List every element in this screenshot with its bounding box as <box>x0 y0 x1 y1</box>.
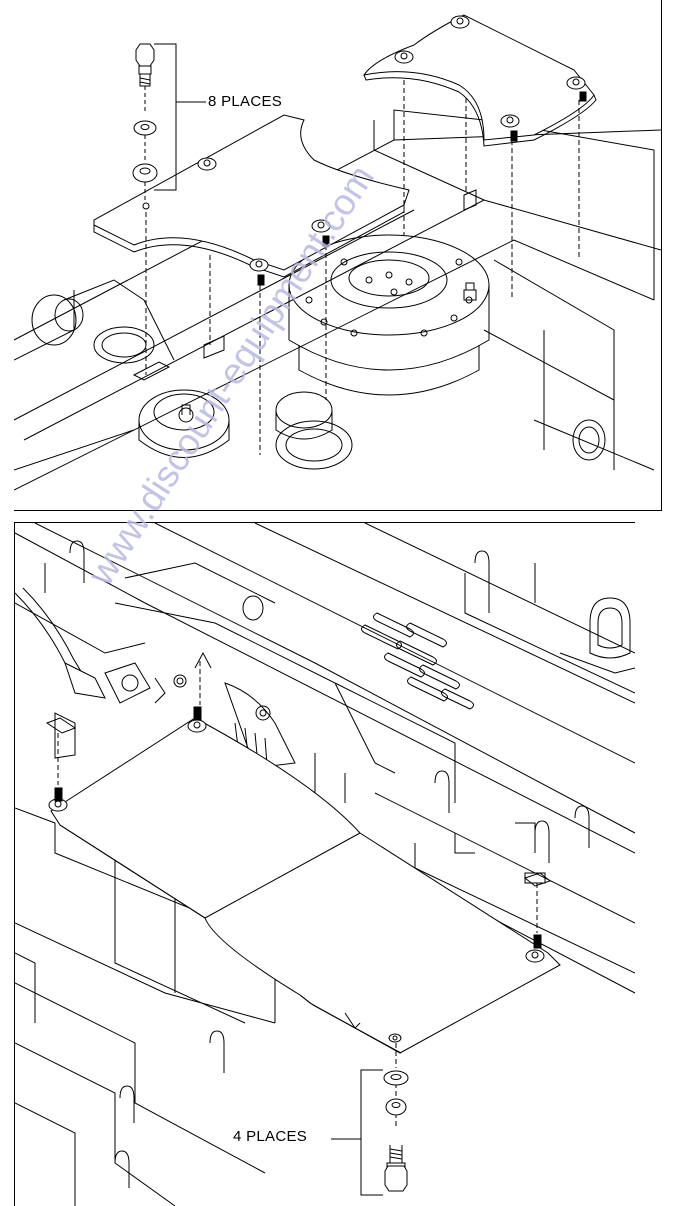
bottom-exploded-view <box>15 523 635 1206</box>
callout-8-places: 8 PLACES <box>208 93 283 110</box>
top-illustration-panel <box>14 0 662 511</box>
callout-4-places: 4 PLACES <box>233 1128 308 1145</box>
top-exploded-view <box>14 14 661 491</box>
bottom-illustration-panel <box>14 522 635 1206</box>
